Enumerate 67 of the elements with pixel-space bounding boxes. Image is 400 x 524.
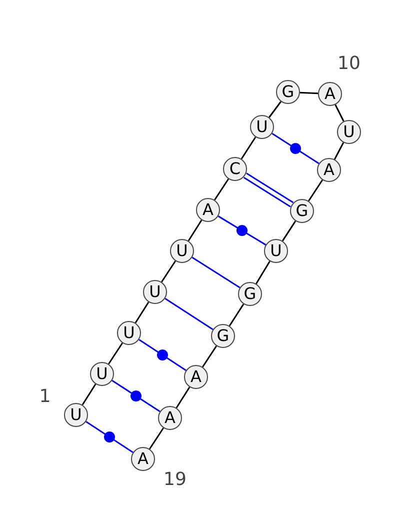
- base-pair-line: [138, 338, 186, 372]
- base-letter: G: [296, 203, 308, 219]
- nucleotide-circle: [223, 157, 247, 181]
- base-letter: A: [164, 410, 176, 426]
- nucleotide-circle: [317, 158, 341, 182]
- base-letter: G: [244, 286, 256, 302]
- base-pair-line: [218, 216, 266, 246]
- position-number: 10: [338, 54, 360, 74]
- nucleotide-circle: [64, 403, 88, 427]
- base-letter: U: [149, 284, 161, 300]
- backbone-line: [214, 178, 230, 200]
- base-letter: A: [138, 451, 148, 467]
- nucleotide-circle: [337, 120, 361, 144]
- base-pair-line: [164, 298, 214, 330]
- backbone-line: [160, 260, 176, 282]
- base-letter: U: [176, 243, 188, 259]
- base-letter: A: [324, 162, 334, 178]
- nucleotide-circle: [196, 198, 220, 222]
- base-letter: U: [70, 407, 82, 423]
- base-letter: U: [123, 325, 135, 341]
- base-letter: U: [96, 366, 108, 382]
- nucleotide-circle: [211, 324, 235, 348]
- base-letter: C: [229, 161, 241, 177]
- backbone-line: [176, 386, 190, 408]
- nucleotide-circle: [170, 239, 194, 263]
- backbone-line: [300, 92, 318, 94]
- nucleotide-circle: [184, 365, 208, 389]
- position-number: 19: [164, 470, 186, 490]
- nucleotide-circle: [117, 321, 141, 345]
- nucleotide-circle: [276, 80, 300, 104]
- backbone-line: [334, 142, 344, 160]
- backbone-line: [108, 342, 124, 364]
- nucleotide-circle: [318, 82, 342, 106]
- backbone-line: [134, 302, 150, 324]
- backbone-line: [188, 220, 202, 242]
- base-letter: U: [256, 119, 268, 135]
- base-letter: A: [202, 202, 214, 218]
- nucleotide-circle: [143, 280, 167, 304]
- backbone-line: [256, 260, 270, 284]
- backbone-line: [308, 180, 324, 202]
- base-letter: A: [324, 86, 336, 102]
- nucleotide-circle: [131, 447, 155, 471]
- backbone-line: [240, 136, 256, 160]
- base-letter: G: [216, 328, 230, 344]
- base-letter: U: [270, 243, 282, 259]
- base-pair-line: [112, 380, 160, 412]
- nucleotide-circle: [90, 362, 114, 386]
- backbone-line: [148, 428, 164, 450]
- backbone-line: [202, 346, 218, 368]
- base-letter: U: [343, 124, 355, 140]
- base-pair-double-line: [243, 172, 294, 208]
- nucleotide-circle: [238, 282, 262, 306]
- backbone-line: [268, 101, 282, 118]
- backbone-line: [82, 384, 96, 406]
- nucleotide-circle: [250, 115, 274, 139]
- position-number: 1: [39, 387, 51, 407]
- backbone-line: [228, 304, 244, 326]
- nucleotide-circle: [290, 199, 314, 223]
- base-letter: G: [282, 84, 294, 100]
- base-letter: A: [190, 369, 202, 385]
- base-pair-line: [272, 132, 320, 164]
- base-pair-line: [86, 420, 134, 454]
- nucleotide-circle: [264, 239, 288, 263]
- backbone-line: [282, 220, 296, 242]
- backbone-line: [334, 104, 344, 122]
- base-pair-line: [192, 256, 240, 288]
- nucleotide-circle: [158, 406, 182, 430]
